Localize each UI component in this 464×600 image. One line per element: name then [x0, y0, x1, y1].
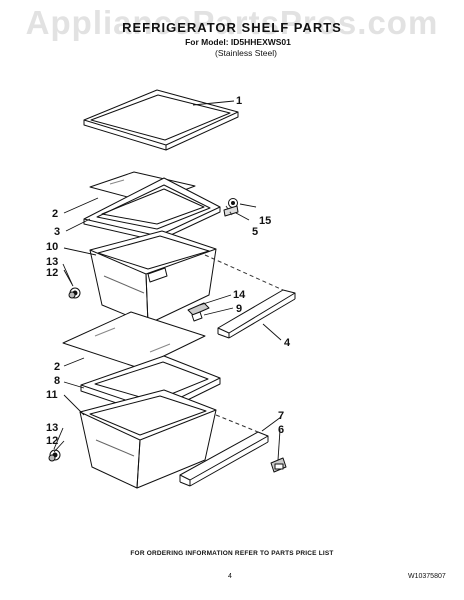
watermark: AppliancePartsPros.com	[25, 4, 439, 41]
callout-8: 8	[54, 375, 60, 387]
callout-7: 7	[278, 410, 284, 422]
page-number: 4	[228, 573, 232, 580]
document-number: W10375807	[408, 573, 446, 580]
upper-crisper-drawer	[89, 230, 217, 325]
callout-1: 1	[236, 95, 242, 107]
lower-crisper-drawer	[79, 389, 217, 489]
callout-5: 5	[252, 226, 258, 238]
lower-left-screw	[48, 449, 61, 462]
alignment-lines	[204, 205, 284, 433]
callout-9: 9	[236, 303, 242, 315]
top-shelf	[83, 89, 239, 151]
page-title: REFRIGERATOR SHELF PARTS	[122, 20, 342, 35]
callout-13-lower: 13	[46, 422, 58, 434]
end-cap	[270, 457, 287, 473]
upper-rail	[217, 289, 296, 339]
callout-2-lower: 2	[54, 361, 60, 373]
upper-left-screw	[68, 287, 81, 299]
lower-rail	[179, 431, 269, 487]
callout-14: 14	[233, 289, 246, 301]
finish-label: (Stainless Steel)	[215, 48, 277, 58]
callout-13-upper: 13	[46, 256, 58, 268]
callout-2-upper: 2	[52, 208, 58, 220]
upper-screw-and-bracket	[223, 198, 239, 217]
callout-11: 11	[46, 389, 58, 401]
drawer-clip	[187, 302, 210, 322]
upper-frame	[83, 177, 221, 242]
callout-10: 10	[46, 241, 58, 253]
callout-6: 6	[278, 424, 284, 436]
callout-15: 15	[259, 215, 271, 227]
callout-4: 4	[284, 337, 291, 349]
lower-glass-insert	[62, 311, 206, 369]
leader-lines	[53, 100, 282, 461]
ordering-note: FOR ORDERING INFORMATION REFER TO PARTS …	[130, 550, 334, 557]
callout-3: 3	[54, 226, 60, 238]
model-label: For Model: ID5HHEXWS01	[185, 37, 291, 47]
callout-12-lower: 12	[46, 435, 58, 447]
callout-12-upper: 12	[46, 267, 58, 279]
